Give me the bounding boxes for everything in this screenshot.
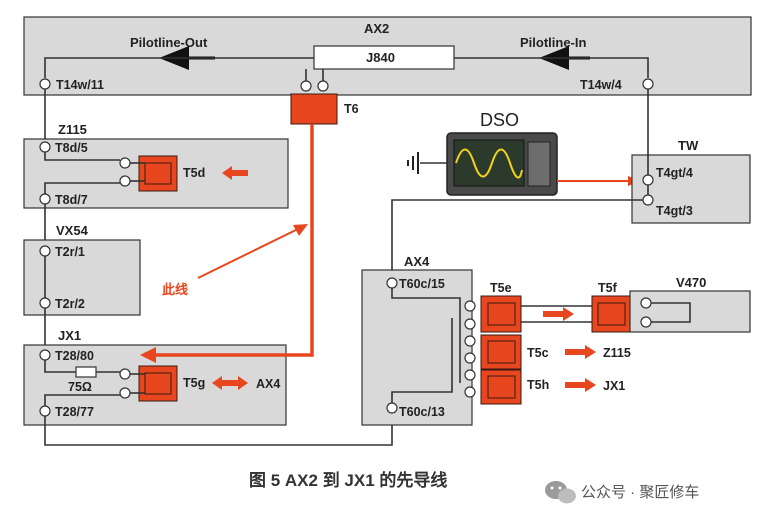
pin-t14w4 bbox=[642, 78, 654, 90]
pin-t4gt4 bbox=[642, 174, 654, 186]
resistor bbox=[75, 366, 97, 378]
t8d7-label: T8d/7 bbox=[55, 193, 88, 207]
wire-jx1-ax4 bbox=[44, 412, 393, 446]
t5d-label: T5d bbox=[183, 166, 205, 180]
pin-t8d7 bbox=[39, 193, 51, 205]
v470-internal bbox=[651, 302, 691, 323]
jx1-internal-a bbox=[44, 360, 76, 373]
t14w11-label: T14w/11 bbox=[56, 78, 104, 92]
highlight-arrowhead bbox=[140, 347, 156, 363]
dso-label: DSO bbox=[480, 110, 519, 130]
t4gt4-label: T4gt/4 bbox=[656, 166, 693, 180]
t5c-arrow bbox=[565, 345, 596, 359]
t6-connector bbox=[290, 93, 338, 125]
t5d-arrow bbox=[222, 166, 248, 180]
t5h-label: T5h bbox=[527, 378, 549, 392]
wire-tw-ax4 bbox=[391, 199, 643, 278]
v470-label: V470 bbox=[676, 275, 706, 290]
t28-80-label: T28/80 bbox=[55, 349, 94, 363]
pin-t60c15 bbox=[386, 277, 398, 289]
ax4-bus-top bbox=[391, 288, 461, 383]
t5e-label: T5e bbox=[490, 281, 512, 295]
t5g-inner bbox=[144, 372, 172, 395]
watermark-text: 公众号 · 聚匠修车 bbox=[581, 484, 699, 501]
pin-z115-b bbox=[119, 175, 131, 187]
pin-t6b bbox=[317, 80, 329, 92]
resistor-label: 75Ω bbox=[68, 380, 92, 394]
t5d-inner bbox=[144, 162, 172, 185]
t8d5-label: T8d/5 bbox=[55, 141, 88, 155]
pin-ax4-4 bbox=[464, 352, 476, 364]
pin-t4gt3 bbox=[642, 194, 654, 206]
ax2-label: AX2 bbox=[364, 21, 389, 36]
pin-z115-a bbox=[119, 157, 131, 169]
z115-label: Z115 bbox=[58, 122, 87, 137]
pilotline-out-label: Pilotline-Out bbox=[130, 35, 208, 50]
pin-ax4-6 bbox=[464, 386, 476, 398]
t5c-dest: Z115 bbox=[603, 346, 631, 360]
vx54-label: VX54 bbox=[56, 223, 89, 238]
pin-t8d5 bbox=[39, 141, 51, 153]
wechat-icon bbox=[545, 481, 576, 504]
t60c15-label: T60c/15 bbox=[399, 277, 445, 291]
t28-77-label: T28/77 bbox=[55, 405, 94, 419]
ax4-label: AX4 bbox=[404, 254, 430, 269]
pin-t2r2 bbox=[39, 297, 51, 309]
pin-v470-a bbox=[640, 297, 652, 309]
t5g-dest-label: AX4 bbox=[256, 377, 280, 391]
dso-waveform bbox=[455, 148, 523, 179]
pin-t28-80 bbox=[39, 349, 51, 361]
annotation-pointer bbox=[197, 227, 301, 279]
t5e-arrow bbox=[543, 307, 574, 321]
t5h-dest: JX1 bbox=[603, 379, 625, 393]
z115-internal-b bbox=[44, 182, 120, 194]
t5e-inner bbox=[487, 302, 516, 326]
pin-ax4-3 bbox=[464, 335, 476, 347]
t14w4-label: T14w/4 bbox=[580, 78, 622, 92]
pin-ax4-5 bbox=[464, 369, 476, 381]
dso-controls bbox=[527, 141, 551, 187]
t4gt3-label: T4gt/3 bbox=[656, 204, 693, 218]
t5h-arrow bbox=[565, 378, 596, 392]
z115-internal-a bbox=[44, 152, 120, 161]
pin-t2r1 bbox=[39, 245, 51, 257]
t2r1-label: T2r/1 bbox=[55, 245, 85, 259]
ax4-bus-bottom bbox=[391, 318, 453, 403]
jx1-internal-b bbox=[44, 394, 120, 406]
t5g-arrow bbox=[212, 376, 248, 390]
ax4-module bbox=[361, 269, 473, 426]
pin-t6a bbox=[300, 80, 312, 92]
t5g-label: T5g bbox=[183, 376, 205, 390]
t5h-inner bbox=[487, 375, 516, 399]
tw-label: TW bbox=[678, 138, 699, 153]
tw-module bbox=[631, 154, 751, 224]
annotation-pointer-head bbox=[293, 224, 308, 236]
t5c-inner bbox=[487, 340, 516, 364]
annotation-label: 此线 bbox=[162, 282, 188, 297]
pin-t28-77 bbox=[39, 405, 51, 417]
pin-t60c13 bbox=[386, 402, 398, 414]
pin-v470-b bbox=[640, 316, 652, 328]
pilotline-in-label: Pilotline-In bbox=[520, 35, 587, 50]
t5c-label: T5c bbox=[527, 346, 549, 360]
pin-t14w11 bbox=[39, 78, 51, 90]
t6-label: T6 bbox=[344, 102, 359, 116]
ax2-wire-left bbox=[44, 57, 314, 78]
j840-label: J840 bbox=[366, 50, 395, 65]
pin-ax4-1 bbox=[464, 300, 476, 312]
t5f-inner bbox=[597, 302, 626, 326]
jx1-label: JX1 bbox=[58, 328, 81, 343]
highlight-pilotline bbox=[150, 124, 314, 357]
t2r2-label: T2r/2 bbox=[55, 297, 85, 311]
ax2-wire-right bbox=[454, 57, 649, 78]
dso-screen bbox=[453, 139, 525, 187]
figure-caption: 图 5 AX2 到 JX1 的先导线 bbox=[249, 470, 447, 490]
t5f-label: T5f bbox=[598, 281, 618, 295]
pin-jx1-b bbox=[119, 387, 131, 399]
t60c13-label: T60c/13 bbox=[399, 405, 445, 419]
pin-ax4-2 bbox=[464, 318, 476, 330]
pin-jx1-a bbox=[119, 368, 131, 380]
